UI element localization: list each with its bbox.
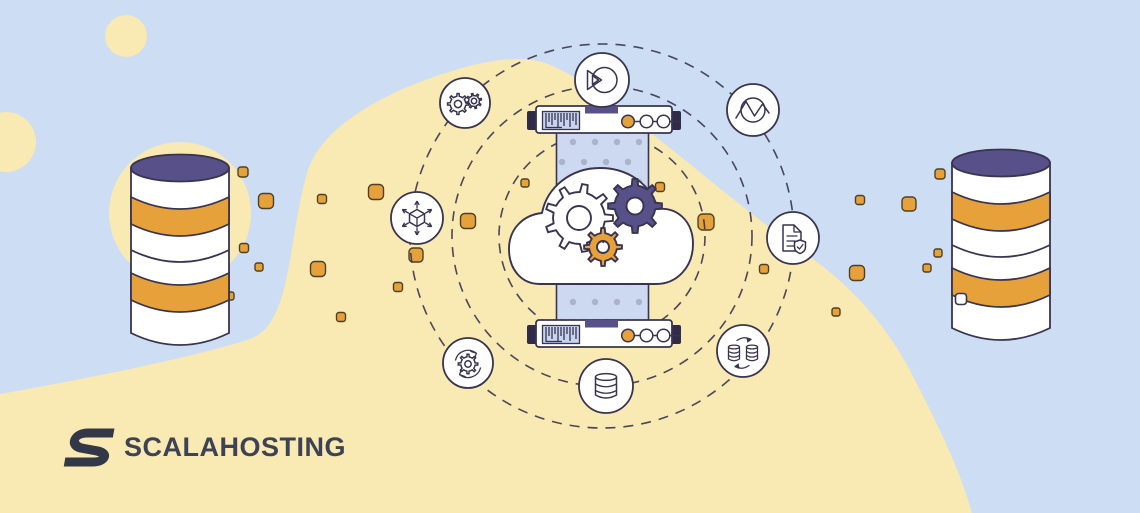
database-icon [578,358,634,414]
column-dot [569,298,577,306]
confetti-square [854,194,866,206]
shield-check-icon [793,239,807,255]
column-dot [635,138,643,146]
orbit-ring-inner [498,132,706,340]
confetti-square [392,281,404,293]
column-dot [635,298,643,306]
confetti-square [254,262,264,272]
confetti-square [459,212,477,230]
network-spokes [401,200,433,236]
confetti-square [654,181,666,193]
orange-gear [583,227,623,267]
confetti-square [933,248,943,258]
brand-logo: SCALAHOSTING [63,428,346,467]
line-chart-icon [726,83,780,137]
column-dot [624,158,632,166]
yellow-blob [0,59,972,513]
launch-icon [574,52,630,108]
spoke-arrowhead [416,200,420,206]
server-bar-top [526,105,682,134]
confetti-square [335,311,347,323]
confetti-square [697,213,715,231]
confetti-square [367,183,385,201]
confetti-square [848,264,866,282]
confetti-square [257,192,275,210]
purple-gear [607,178,663,234]
cylinder-white-chip [954,292,968,306]
confetti-square [901,196,917,212]
column-dot [602,158,610,166]
column-dot [613,298,621,306]
confetti-square [758,263,770,275]
spoke-arrowhead [414,230,418,236]
brand-logo-text: SCALAHOSTING [124,432,346,462]
confetti-square [934,168,946,180]
column-dot [591,138,599,146]
database-cylinder-right [951,148,1051,341]
column-dot [613,138,621,146]
confetti-square [237,166,249,178]
transfer-db-left [727,344,741,362]
confetti-square [238,242,250,254]
line-chart-glyph [735,100,770,119]
network-cube-icon [390,191,444,245]
scalahosting-logo-icon [63,428,115,467]
confetti-square [831,307,841,317]
confetti-square [922,263,932,273]
server-bar-bottom [526,319,682,348]
spoke-arrowhead [428,209,433,214]
transfer-db-right [745,344,759,362]
gears-pair-icon [439,77,491,129]
secure-document-icon [766,211,820,265]
confetti-square [316,193,328,205]
column-dot [569,138,577,146]
column-dot [580,158,588,166]
database-cylinder-left [130,153,230,346]
database-transfer-icon [716,324,770,378]
cloud-processing [508,167,694,285]
confetti-square [520,178,530,188]
yellow-circle-small [105,15,147,57]
spoke-arrowhead [401,222,406,227]
confetti-square [309,260,327,278]
column-dot [591,298,599,306]
gears-pair-glyph [446,92,470,116]
column-dot [558,158,566,166]
confetti-square [408,247,424,263]
yellow-circle-left [0,112,36,172]
sync-gear-icon [442,337,494,389]
